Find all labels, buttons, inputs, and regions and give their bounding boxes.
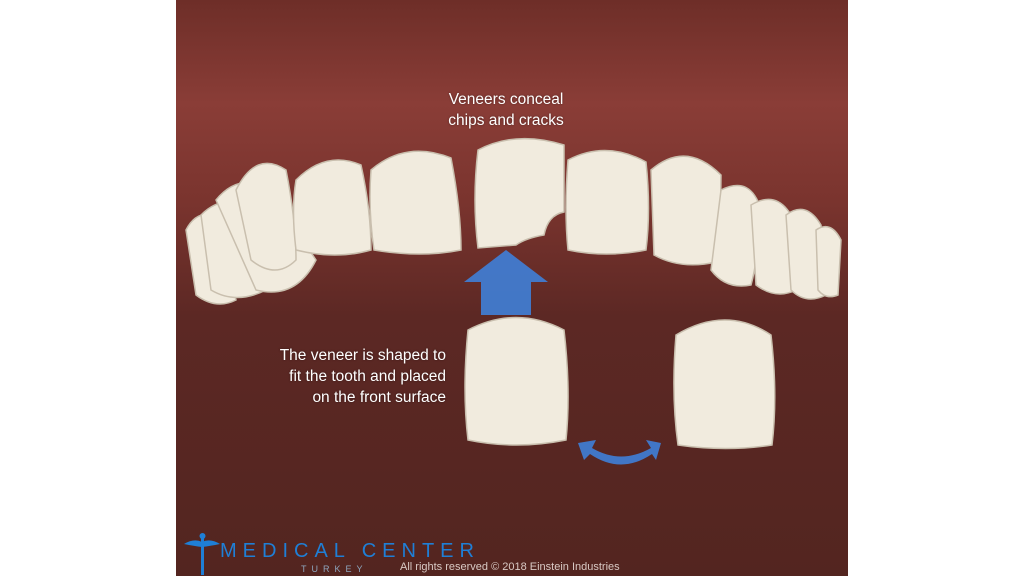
tooth-left-central <box>369 150 462 255</box>
tooth-right-central <box>565 149 650 255</box>
tooth-left-lateral <box>292 159 372 256</box>
tooth-right-lateral <box>650 155 722 266</box>
logo-subtext: TURKEY <box>301 564 368 574</box>
chips-cracks-label: Veneers conceal chips and cracks <box>448 91 564 129</box>
teeth-drawing <box>184 137 842 575</box>
veneer-fit-label: The veneer is shaped to fit the tooth an… <box>279 347 446 406</box>
chipped-tooth <box>474 137 565 249</box>
up-arrow-icon <box>464 250 548 315</box>
copyright: All rights reserved © 2018 Einstein Indu… <box>400 561 620 573</box>
logo-text: MEDICAL CENTER <box>220 540 480 562</box>
caduceus-icon <box>184 533 220 575</box>
veneer-illustration: Veneers conceal chips and cracks The ven… <box>176 0 848 576</box>
rotate-arrow-icon <box>578 440 661 465</box>
veneer <box>464 316 569 446</box>
veneer-back-view <box>673 319 776 450</box>
tooth-right-back <box>815 225 842 298</box>
